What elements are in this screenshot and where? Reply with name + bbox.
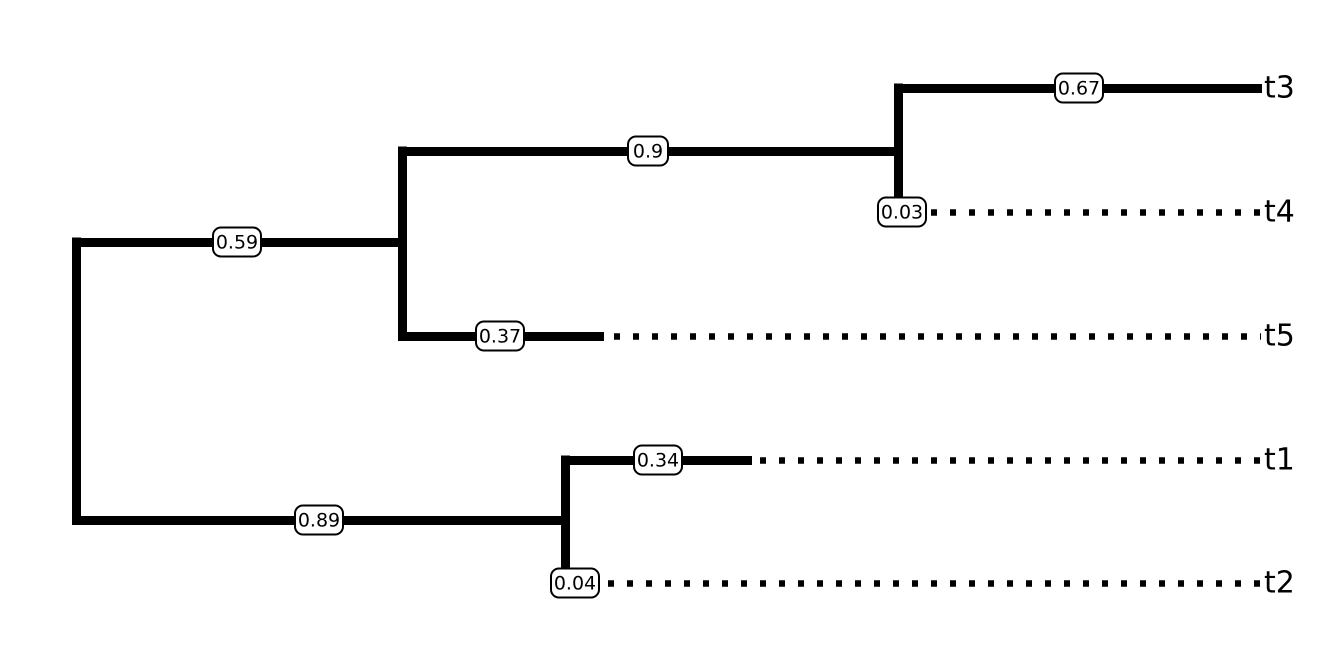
node-label-box	[475, 320, 525, 352]
node-label-text: 0.34	[637, 450, 679, 472]
node-label-box	[1054, 72, 1104, 104]
node-label-0-03[interactable]: 0.03	[877, 196, 927, 228]
tip-label-t4[interactable]: t4	[1264, 195, 1295, 230]
node-label-0-67[interactable]: 0.67	[1054, 72, 1104, 104]
node-label-box	[294, 504, 344, 536]
tip-label-t2[interactable]: t2	[1264, 566, 1295, 601]
node-label-box	[877, 196, 927, 228]
node-label-0-89[interactable]: 0.89	[294, 504, 344, 536]
node-label-box	[633, 444, 683, 476]
node-label-text: 0.67	[1058, 78, 1100, 100]
node-label-text: 0.37	[479, 326, 521, 348]
node-label-0-04[interactable]: 0.04	[550, 567, 600, 599]
tip-label-t5[interactable]: t5	[1264, 319, 1295, 354]
tip-label-t3[interactable]: t3	[1264, 71, 1295, 106]
node-label-0-37[interactable]: 0.37	[475, 320, 525, 352]
node-label-text: 0.9	[633, 141, 663, 163]
node-label-0-34[interactable]: 0.34	[633, 444, 683, 476]
node-label-text: 0.03	[881, 202, 923, 224]
tip-label-t1[interactable]: t1	[1264, 443, 1295, 478]
node-support-labels: 0.59 0.9 0.67 0.03 0.37 0.89	[212, 72, 1104, 599]
branches-dotted	[608, 209, 1261, 587]
node-label-0-59[interactable]: 0.59	[212, 226, 262, 258]
node-label-0-9[interactable]: 0.9	[627, 135, 669, 167]
node-label-box	[550, 567, 600, 599]
node-label-text: 0.59	[216, 232, 258, 254]
node-label-text: 0.89	[298, 510, 340, 532]
node-label-box	[627, 135, 669, 167]
node-label-text: 0.04	[554, 573, 596, 595]
node-label-box	[212, 226, 262, 258]
tip-labels: t3 t4 t5 t1 t2	[1264, 71, 1295, 601]
